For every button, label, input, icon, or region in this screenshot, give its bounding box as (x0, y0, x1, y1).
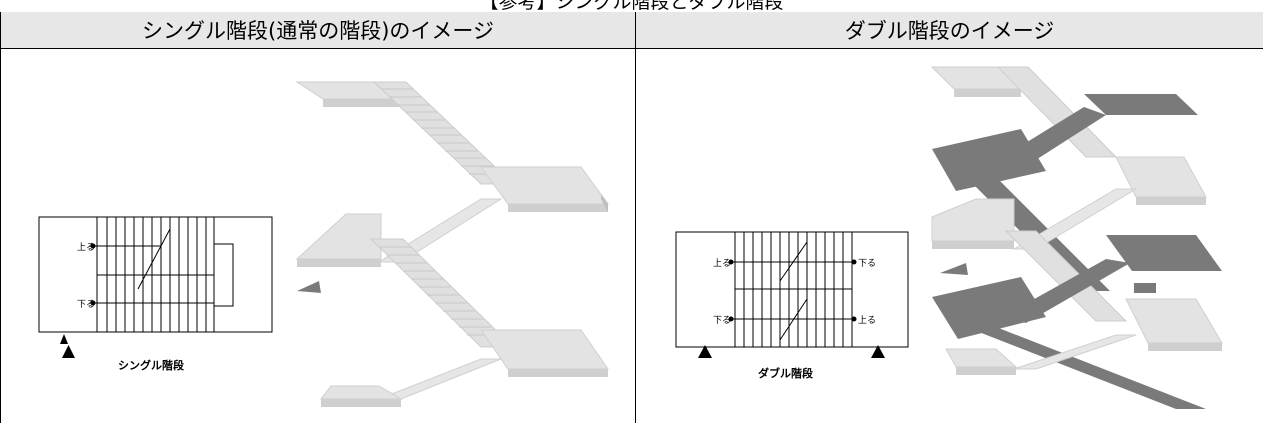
plan-up-dot (90, 243, 96, 249)
page-top-title: 【参考】シングル階段とダブル階段 (479, 0, 784, 12)
single-down-label: 下る (77, 299, 95, 310)
double-stair-plan (675, 231, 909, 348)
plan-landing (214, 243, 234, 307)
header-single-stair: シングル階段(通常の階段)のイメージ (1, 12, 635, 48)
double-down-left-label: 下る (713, 315, 731, 326)
single-up-label: 上る (77, 242, 95, 253)
page-top-title-cropped: 【参考】シングル階段とダブル階段 (0, 0, 1263, 12)
comparison-table: シングル階段(通常の階段)のイメージ ダブル階段のイメージ (0, 12, 1263, 423)
double-stair-3d-illustration (930, 66, 1223, 409)
plan-down-dot (90, 300, 96, 306)
plan-outline (38, 216, 273, 333)
single-stair-plan (38, 216, 273, 333)
double-stair-cell: 上る 下る 下る 上る ダブル階段 (636, 49, 1263, 423)
single-stair-figure: 上る 下る シングル階段 (38, 81, 609, 407)
plan-cut-line (137, 228, 171, 290)
double-up-right-label: 上る (858, 315, 876, 326)
double-plan-outline (675, 231, 909, 348)
single-stair-3d-illustration (295, 81, 609, 407)
double-plan-cut-lower (779, 298, 808, 341)
table-column-divider (635, 12, 636, 423)
entrance-right-triangle-icon (871, 345, 885, 358)
table-left-border (0, 12, 1, 423)
double-down-right-label: 下る (858, 258, 876, 269)
double-stair-figure: 上る 下る 下る 上る ダブル階段 (675, 66, 1223, 409)
double-caption: ダブル階段 (758, 366, 813, 380)
double-up-left-label: 上る (713, 258, 731, 269)
table-header-divider (0, 48, 1263, 49)
single-stair-cell: 上る 下る シングル階段 (1, 49, 635, 423)
entrance-triangle-icon (62, 345, 75, 358)
entrance-left-triangle-icon (698, 345, 712, 358)
double-plan-cut-upper (779, 241, 808, 282)
single-caption: シングル階段 (118, 358, 184, 372)
entrance-marker-icon (60, 334, 68, 344)
header-double-stair: ダブル階段のイメージ (636, 12, 1263, 48)
